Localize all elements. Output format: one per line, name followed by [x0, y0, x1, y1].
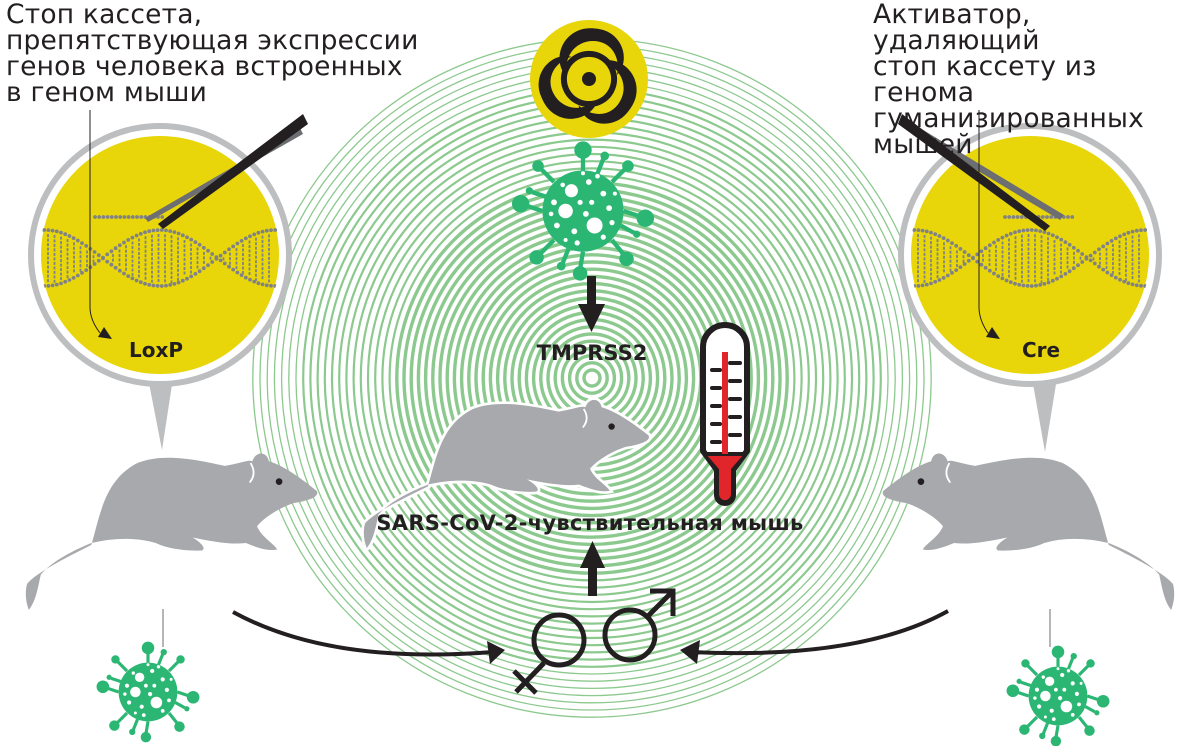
- ring: [366, 152, 818, 604]
- ring: [575, 361, 609, 395]
- left-caption: Стоп кассета, препятствующая экспрессии …: [6, 0, 419, 108]
- right-yellow-disk: [911, 136, 1149, 374]
- right-curved-arrow: [680, 609, 949, 664]
- dna-icon: [910, 215, 1150, 288]
- mouse-icon: [881, 452, 1176, 611]
- loxp-label: LoxP: [129, 338, 183, 362]
- ring: [359, 145, 825, 611]
- right-caption: Активатор, удаляющий стоп кассету из ген…: [873, 0, 1145, 160]
- left-curved-arrow: [232, 610, 505, 664]
- biohazard-icon: [527, 20, 648, 138]
- virus-icon: [1004, 644, 1112, 746]
- loxp-pointer-arrow: [98, 327, 112, 339]
- cre-label: Cre: [1022, 338, 1060, 362]
- tmprss2-label: TMPRSS2: [537, 341, 648, 365]
- mouse-icon: [24, 452, 319, 611]
- female-symbol-icon: [512, 612, 587, 695]
- tweezers-icon: [145, 114, 308, 229]
- left-yellow-disk: [41, 136, 279, 374]
- arrow-up: [580, 541, 605, 596]
- cre-leader-line: [978, 110, 1000, 339]
- tweezers-icon: [898, 114, 1064, 231]
- virus-icon: [94, 640, 202, 744]
- ring: [266, 52, 918, 704]
- thermometer-icon: [700, 322, 750, 506]
- loxp-leader-line: [89, 110, 112, 339]
- left-bubble-tail: [148, 378, 173, 450]
- ring: [273, 59, 911, 697]
- sensitive-mouse-label: SARS-CoV-2-чувствительная мышь: [376, 511, 803, 535]
- ring: [582, 368, 602, 388]
- concentric-rings: [252, 38, 932, 718]
- ring: [352, 138, 832, 618]
- dna-icon: [40, 215, 280, 288]
- male-symbol-icon: [602, 588, 676, 663]
- right-magnifier: [898, 123, 1162, 452]
- left-magnifier: [28, 123, 292, 450]
- ring: [259, 45, 925, 711]
- arrow-down: [578, 276, 605, 332]
- right-bubble-tail: [1032, 378, 1057, 452]
- cre-pointer-arrow: [986, 327, 1000, 339]
